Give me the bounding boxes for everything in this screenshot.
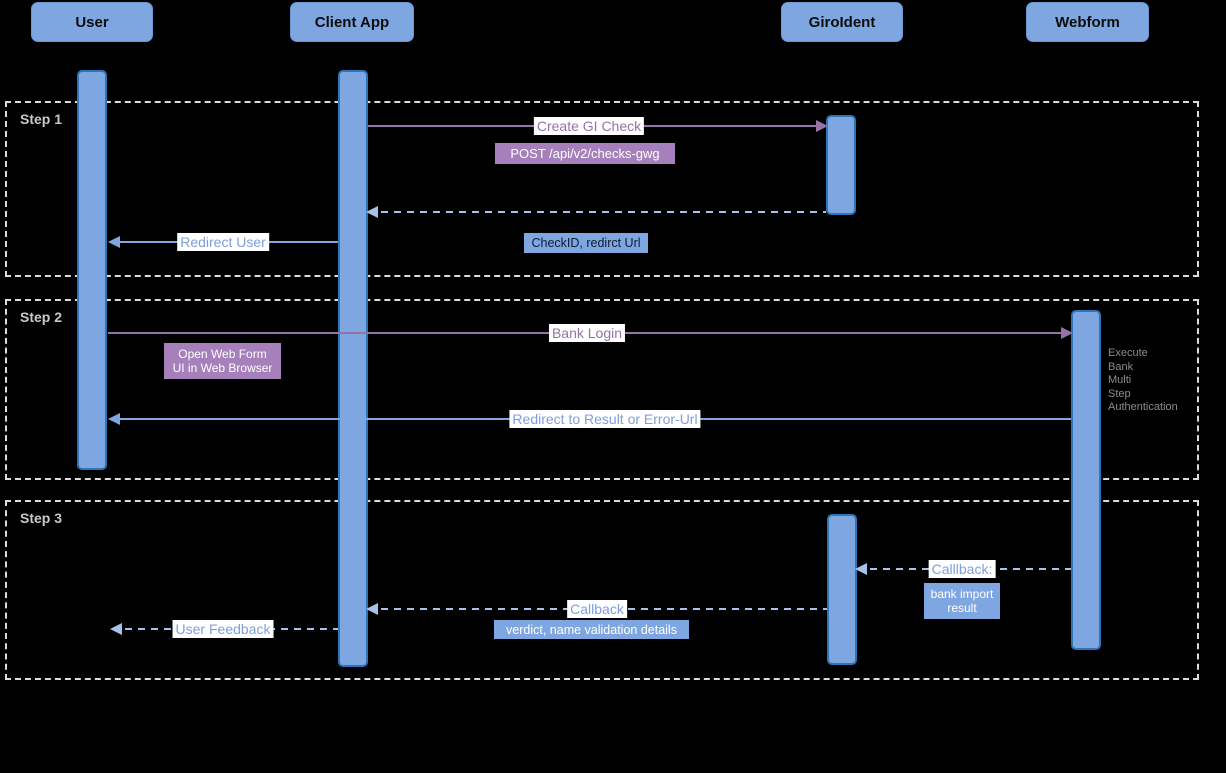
arrowhead-right-icon	[816, 120, 828, 132]
actor-client-app-label: Client App	[314, 13, 390, 31]
webform-authentication-note: Execute Bank Multi Step Authentication	[1108, 347, 1178, 413]
actor-webform: Webform	[1026, 2, 1149, 42]
message-create-gi-check-label: Create GI Check	[533, 117, 645, 135]
arrowhead-left-icon	[108, 413, 120, 425]
lifeline-giroident-step3	[827, 514, 857, 665]
actor-client-app: Client App	[290, 2, 414, 42]
lifeline-webform	[1071, 310, 1101, 650]
actor-user: User	[31, 2, 153, 42]
lifeline-user	[77, 70, 107, 470]
message-callback-webform-label: Calllback:	[928, 560, 996, 578]
message-checkid-return-arrow	[366, 206, 826, 218]
arrowhead-left-icon	[108, 236, 120, 248]
open-web-form-note-line2: UI in Web Browser	[172, 361, 273, 375]
message-callback-giroident-label: Callback	[567, 600, 627, 618]
message-redirect-result-label: Redirect to Result or Error-Url	[509, 410, 701, 428]
actor-webform-label: Webform	[1055, 13, 1120, 31]
checkid-redirect-note: CheckID, redirct Url	[524, 233, 648, 253]
step3-frame: Step 3	[5, 500, 1199, 680]
bank-import-line2: result	[947, 601, 977, 615]
arrowhead-left-icon	[366, 603, 378, 615]
arrowhead-right-icon	[1061, 327, 1073, 339]
verdict-details-note: verdict, name validation details	[494, 620, 689, 639]
post-api-note: POST /api/v2/checks-gwg	[495, 143, 675, 164]
lifeline-giroident-step1	[826, 115, 856, 215]
step3-label: Step 3	[20, 510, 63, 526]
arrowhead-left-icon	[110, 623, 122, 635]
step2-label: Step 2	[20, 309, 63, 325]
lifeline-client-app	[338, 70, 368, 667]
bank-import-line1: bank import	[930, 587, 994, 601]
actor-user-label: User	[75, 13, 109, 31]
step1-frame: Step 1	[5, 101, 1199, 277]
arrowhead-left-icon	[855, 563, 867, 575]
actor-giroident: GiroIdent	[781, 2, 903, 42]
message-redirect-user-label: Redirect User	[177, 233, 269, 251]
bank-import-result-note: bank import result	[924, 583, 1000, 619]
message-user-feedback-label: User Feedback	[172, 620, 274, 638]
open-web-form-note-line1: Open Web Form	[178, 347, 267, 361]
step2-frame: Step 2	[5, 299, 1199, 480]
open-web-form-note: Open Web Form UI in Web Browser	[164, 343, 281, 379]
message-bank-login-label: Bank Login	[548, 324, 626, 342]
arrowhead-left-icon	[366, 206, 378, 218]
step1-label: Step 1	[20, 111, 63, 127]
actor-giroident-label: GiroIdent	[808, 13, 876, 31]
